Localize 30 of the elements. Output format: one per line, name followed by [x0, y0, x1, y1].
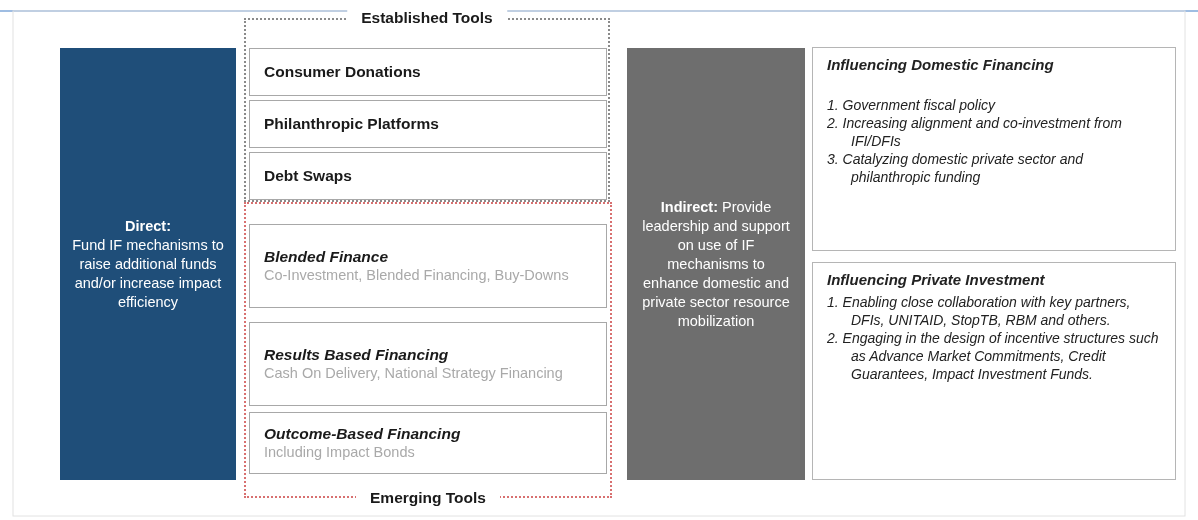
- box-heading: Influencing Private Investment: [827, 271, 1046, 289]
- list-item: 2. Increasing alignment and co-investment from IFI/DFIs: [827, 114, 1123, 150]
- tool-card: [249, 100, 607, 148]
- tool-subtitle: Including Impact Bonds: [264, 442, 416, 462]
- tool-title: Blended Finance: [264, 247, 390, 266]
- panel-heading: Direct:: [125, 216, 171, 236]
- list-item: 1. Enabling close collaboration with key partners, DFIs, UNITAID, StopTB, RBM and others.: [827, 293, 1132, 329]
- strategy-panel: [627, 48, 805, 480]
- panel-text: Indirect: Provide leadership and support on use of IF mechanisms to enhance domestic and private sector resource mobilization: [641, 197, 791, 331]
- tool-card: [249, 412, 607, 474]
- tool-title: Debt Swaps: [264, 167, 353, 185]
- list-item: 3. Catalyzing domestic private sector and philanthropic funding: [827, 150, 1085, 186]
- tool-subtitle: Co-Investment, Blended Financing, Buy-Downs: [264, 265, 570, 285]
- box-heading: Influencing Domestic Financing: [827, 56, 1055, 74]
- tool-title: Philanthropic Platforms: [264, 115, 440, 133]
- tool-card: [249, 48, 607, 96]
- group-heading: Emerging Tools: [356, 489, 500, 507]
- info-box: [812, 47, 1176, 251]
- tool-title: Outcome-Based Financing: [264, 424, 462, 443]
- panel-text: Fund IF mechanisms to raise additional funds and/or increase impact efficiency: [72, 235, 224, 312]
- list-item: 1. Government fiscal policy: [827, 96, 997, 114]
- tool-card: [249, 224, 607, 308]
- tool-title: Results Based Financing: [264, 345, 450, 364]
- tool-title: Consumer Donations: [264, 63, 422, 81]
- info-box: [812, 262, 1176, 480]
- strategy-panel: [60, 48, 236, 480]
- tool-card: [249, 152, 607, 200]
- tool-card: [249, 322, 607, 406]
- list-item: 2. Engaging in the design of incentive structures such as Advance Market Commitments, Credit Guarantees, Impact Investment Funds.: [827, 329, 1160, 383]
- tool-subtitle: Cash On Delivery, National Strategy Financing: [264, 363, 564, 383]
